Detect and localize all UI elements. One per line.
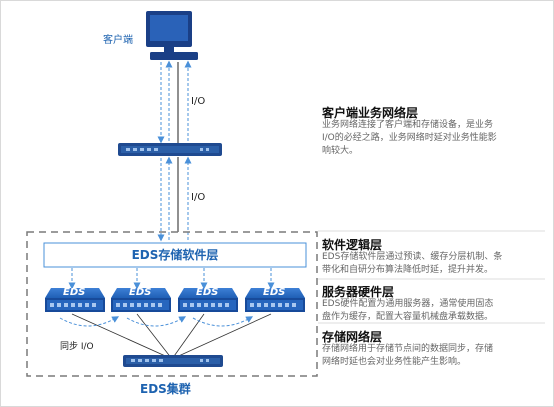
software-layer-label: EDS存储软件层: [131, 248, 219, 262]
layer-title-software: 软件逻辑层: [322, 238, 383, 252]
storage-node-icon: [45, 288, 105, 312]
layer-desc-hardware: EDS硬件配置为通用服务器，通常使用固态 盘作为缓存，配置大容量机械盘承载数据。: [322, 299, 494, 322]
client-label: 客户端: [103, 35, 133, 46]
storage-network-links: [71, 313, 272, 360]
storage-nodes: [45, 288, 305, 312]
sync-io-label: 同步 I/O: [60, 342, 94, 352]
storage-node-label: EDS: [263, 287, 286, 298]
switch-icon: [118, 143, 222, 156]
io-label: I/O: [191, 96, 206, 107]
storage-node-label: EDS: [129, 287, 152, 298]
storage-node-label: EDS: [196, 287, 219, 298]
monitor-icon: [146, 11, 198, 60]
storage-node-icon: [111, 288, 171, 312]
layer-to-node-arrows: [68, 268, 275, 290]
eds-cluster-label: EDS集群: [140, 382, 191, 396]
sync-io-arcs: [59, 316, 254, 327]
io-label: I/O: [191, 192, 206, 203]
layer-title-hardware: 服务器硬件层: [322, 285, 395, 299]
layer-desc-business-network: 业务网络连接了客户端和存储设备，是业务 I/O的必经之路，业务网络时延对业务性能…: [322, 120, 497, 156]
software-layer-box: [43, 242, 307, 268]
layer-title-business-network: 客户端业务网络层: [322, 106, 419, 120]
switch-icon: [123, 355, 223, 367]
storage-node-label: EDS: [63, 287, 86, 298]
layer-desc-software: EDS存储软件层通过预读、缓存分层机制、条 带化和自研分布算法降低时延，提升并发…: [322, 252, 503, 275]
layer-separators: [318, 230, 545, 324]
storage-node-icon: [178, 288, 238, 312]
layer-desc-storage-network: 存储网络用于存储节点间的数据同步，存储 网络时延也会对业务性能产生影响。: [322, 344, 494, 367]
storage-node-icon: [245, 288, 305, 312]
layer-title-storage-network: 存储网络层: [322, 330, 383, 344]
io-dashed-arrows: [157, 60, 192, 242]
eds-cluster-outline: [26, 231, 318, 377]
